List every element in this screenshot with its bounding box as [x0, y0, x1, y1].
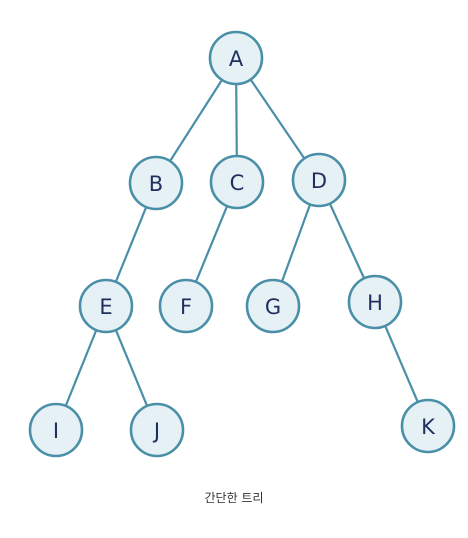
edge-c-f: [194, 204, 229, 284]
edge-d-g: [280, 203, 312, 283]
edge-a-c: [235, 82, 238, 158]
node-circle: [347, 274, 403, 330]
node-circle: [400, 398, 456, 454]
node-label: F: [180, 295, 192, 319]
node-label: G: [265, 295, 281, 319]
node-label: D: [311, 169, 327, 193]
tree-node-g: G: [245, 278, 301, 334]
node-circle: [158, 278, 214, 334]
edge-a-b: [168, 78, 224, 163]
tree-node-e: E: [78, 278, 134, 334]
node-label: K: [421, 415, 436, 439]
node-label: B: [149, 172, 163, 196]
edge-e-i: [64, 329, 98, 407]
edge-e-j: [114, 328, 149, 408]
node-circle: [209, 154, 265, 210]
node-circle: [245, 278, 301, 334]
edge-d-h: [328, 202, 366, 280]
tree-node-j: J: [129, 402, 185, 458]
edges-layer: [64, 78, 419, 408]
tree-node-c: C: [209, 154, 265, 210]
tree-node-i: I: [28, 402, 84, 458]
node-label: C: [230, 171, 245, 195]
edge-a-d: [249, 78, 306, 160]
edge-b-e: [114, 205, 148, 284]
node-label: H: [367, 291, 383, 315]
node-circle: [129, 402, 185, 458]
tree-node-k: K: [400, 398, 456, 454]
node-label: I: [53, 419, 59, 443]
nodes-layer: A B C D E F G H I J K: [28, 30, 456, 458]
tree-node-d: D: [291, 152, 347, 208]
node-label: J: [152, 419, 160, 443]
diagram-caption: 간단한 트리: [204, 491, 264, 505]
edge-h-k: [384, 324, 419, 404]
node-circle: [208, 30, 264, 86]
node-label: A: [229, 47, 244, 71]
node-circle: [291, 152, 347, 208]
node-circle: [28, 402, 84, 458]
node-label: E: [99, 295, 112, 319]
tree-node-a: A: [208, 30, 264, 86]
tree-node-h: H: [347, 274, 403, 330]
tree-node-f: F: [158, 278, 214, 334]
node-circle: [78, 278, 134, 334]
tree-node-b: B: [128, 155, 184, 211]
node-circle: [128, 155, 184, 211]
